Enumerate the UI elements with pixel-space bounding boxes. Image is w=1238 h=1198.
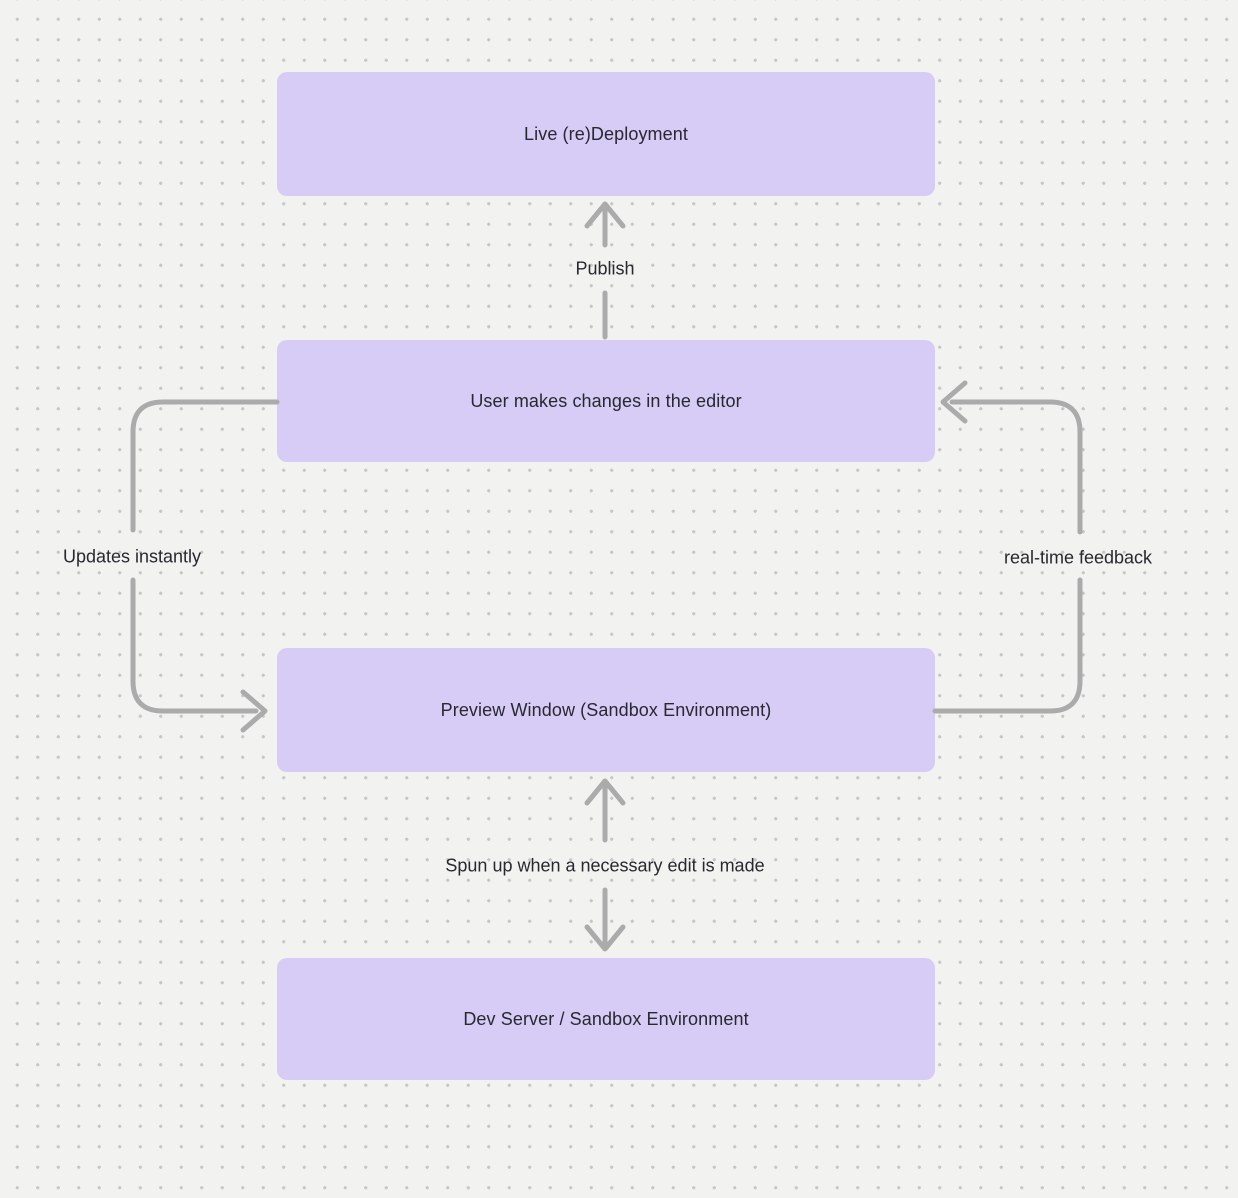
spun-up-arrowhead-down-icon[interactable]: [584, 924, 626, 952]
spun-up-arrowhead-up-icon[interactable]: [584, 778, 626, 806]
edge-label-updates-instantly[interactable]: Updates instantly: [62, 546, 202, 567]
node-live-redeployment[interactable]: Live (re)Deployment: [277, 72, 935, 196]
publish-arrowhead-up-icon[interactable]: [584, 201, 626, 229]
real-time-feedback-arrow-line-lower[interactable]: [932, 577, 1083, 714]
updates-instantly-arrow-line-upper[interactable]: [130, 399, 280, 533]
edge-label-publish[interactable]: Publish: [575, 258, 635, 279]
node-preview-window-label: Preview Window (Sandbox Environment): [440, 699, 772, 720]
updates-instantly-arrow-line-lower[interactable]: [130, 577, 259, 714]
node-preview-window[interactable]: Preview Window (Sandbox Environment): [277, 648, 935, 772]
updates-instantly-arrowhead-right-icon[interactable]: [240, 689, 268, 733]
real-time-feedback-arrowhead-left-icon[interactable]: [940, 380, 968, 424]
edge-label-spun-up[interactable]: Spun up when a necessary edit is made: [445, 855, 765, 876]
node-user-changes[interactable]: User makes changes in the editor: [277, 340, 935, 462]
node-dev-server-label: Dev Server / Sandbox Environment: [463, 1008, 749, 1029]
node-dev-server[interactable]: Dev Server / Sandbox Environment: [277, 958, 935, 1080]
node-user-changes-label: User makes changes in the editor: [470, 390, 742, 411]
edge-label-real-time-feedback[interactable]: real-time feedback: [1003, 547, 1153, 568]
node-live-redeployment-label: Live (re)Deployment: [524, 123, 688, 144]
real-time-feedback-arrow-line-upper[interactable]: [949, 399, 1083, 535]
